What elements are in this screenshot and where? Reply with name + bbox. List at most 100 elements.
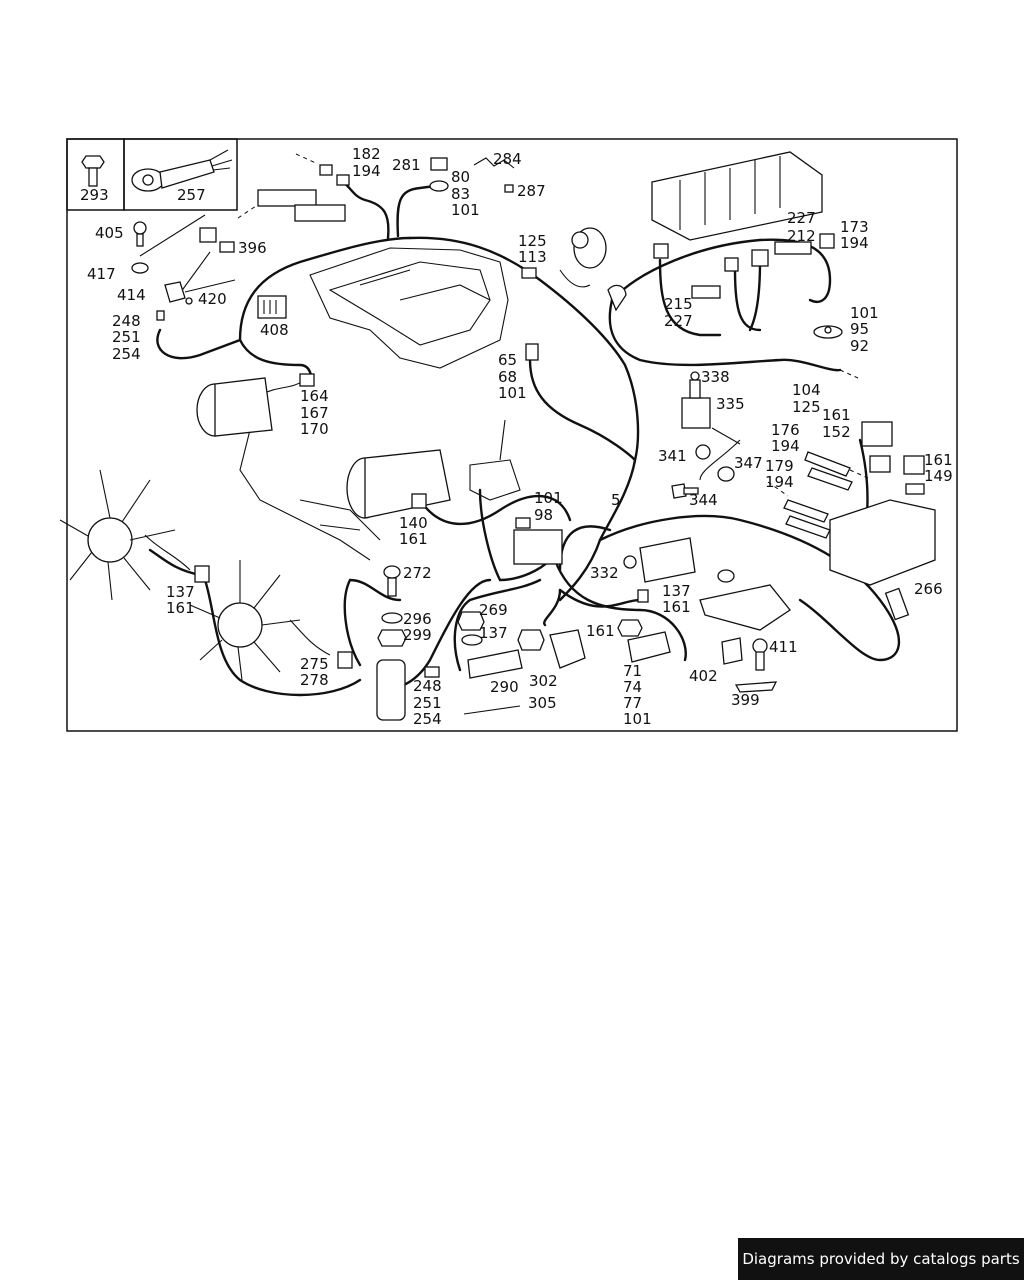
callout-label: 101 [498,384,527,402]
callout-label: 161 [924,451,953,469]
callout-label: 335 [716,395,745,413]
callout-label: 95 [850,320,869,338]
fan-161 [189,560,353,681]
callout-label: 194 [840,234,869,252]
bracket-405 [131,221,235,321]
callout-label: 305 [528,694,557,712]
inset-box [66,138,238,211]
idle-actuator-332 [623,537,735,603]
callout-label: 281 [392,156,421,174]
callout-label: 414 [117,286,146,304]
callout-label: 179 [765,457,794,475]
credit-banner: Diagrams provided by catalogs parts [738,1238,1024,1280]
callout-label: 302 [529,672,558,690]
callout-label: 65 [498,351,517,369]
sensor-92 [813,325,843,339]
callout-label: 164 [300,387,329,405]
air-pump-140 [346,449,451,519]
callout-label: 161 [822,406,851,424]
sensor-302 [517,629,586,669]
callout-label: 194 [771,437,800,455]
callout-label: 182 [352,145,381,163]
callout-label: 341 [658,447,687,465]
callout-labels: 182 194 281 80 83 101 284 287 405 396 41… [87,145,953,728]
callout-label: 167 [300,404,329,422]
callout-label: 80 [451,168,470,186]
callout-label: 170 [300,420,329,438]
connector-65 [525,343,539,361]
callout-label: 212 [787,227,816,245]
callout-label: 344 [689,491,718,509]
callout-label: 101 [850,304,879,322]
callout-label: 251 [413,694,442,712]
engine-block [239,247,521,561]
callout-label: 402 [689,667,718,685]
callout-label: 275 [300,655,329,673]
callout-label: 176 [771,421,800,439]
callout-label: 161 [662,598,691,616]
callout-label: 161 [166,599,195,617]
bracket-269 [617,584,791,663]
callout-label: 405 [95,224,124,242]
callout-label: 215 [664,295,693,313]
callout-label: 227 [787,209,816,227]
callout-label: 284 [493,150,522,168]
relays-161 [861,421,925,495]
callout-label: 161 [399,530,428,548]
callout-label: 101 [534,489,563,507]
callout-label: 137 [662,582,691,600]
callout-label: 5 [611,491,621,509]
callout-label: 125 [518,232,547,250]
callout-label: 137 [479,624,508,642]
callout-label: 254 [112,345,141,363]
callout-label: 104 [792,381,821,399]
callout-label: 194 [765,473,794,491]
callout-label: 266 [914,580,943,598]
callout-label: 68 [498,368,517,386]
alternator-164 [196,373,315,437]
ecu-module-top [651,151,823,241]
callout-label: 77 [623,694,642,712]
callout-label: 399 [731,691,760,709]
ignition-coil-113 [521,227,627,312]
callout-label: 125 [792,398,821,416]
fan-137 [59,469,176,601]
callout-label: 137 [166,583,195,601]
inset-label-293: 293 [80,186,109,204]
callout-label: 278 [300,671,329,689]
callout-label: 290 [490,678,519,696]
callout-label: 287 [517,182,546,200]
callout-label: 248 [112,312,141,330]
relay-box-upper [257,164,350,222]
valve-335 [681,371,711,429]
callout-label: 338 [701,368,730,386]
connectors-212 [653,233,835,299]
callout-label: 296 [403,610,432,628]
callout-label: 396 [238,239,267,257]
diagram-frame [66,138,958,732]
bolt-icon [81,155,105,187]
callout-label: 417 [87,265,116,283]
callout-label: 299 [403,626,432,644]
callout-label: 161 [586,622,615,640]
callout-label: 347 [734,454,763,472]
cable-terminal-icon [131,149,233,192]
fuel-filter-248 [376,565,440,721]
callout-label: 113 [518,248,547,266]
callout-label: 101 [623,710,652,728]
sensor-266 [884,587,910,621]
inset-label-257: 257 [177,186,206,204]
callout-label: 420 [198,290,227,308]
callout-label: 173 [840,218,869,236]
sensor-cap-281 [429,157,515,193]
callout-label: 254 [413,710,442,728]
callout-label: 269 [479,601,508,619]
callout-label: 227 [664,312,693,330]
valve-411 [721,637,778,693]
callout-label: 251 [112,328,141,346]
callout-label: 194 [352,162,381,180]
module-98 [513,517,563,565]
callout-label: 332 [590,564,619,582]
callout-label: 83 [451,185,470,203]
